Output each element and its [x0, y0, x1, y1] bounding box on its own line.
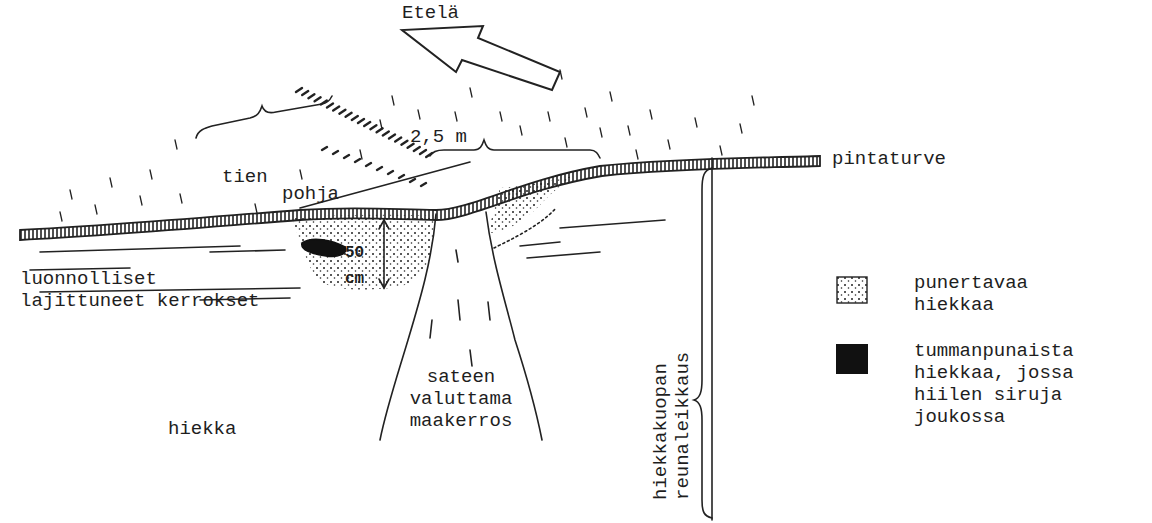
label: Etelä [402, 2, 492, 24]
peat-band [20, 156, 820, 240]
legend-text: punertavaa hiekkaa [914, 272, 1094, 316]
label: tien [222, 166, 282, 188]
brace [694, 168, 712, 518]
label: 50 cm [345, 240, 379, 292]
legend-entry: punertavaa hiekkaa [836, 272, 1094, 316]
label: hiekkakuopan reunaleikkaus [650, 340, 694, 500]
legend-swatch [836, 344, 868, 374]
label: hiekka [168, 418, 258, 440]
south-arrow [402, 26, 560, 90]
terrain-marks [60, 70, 754, 221]
label: sateen valuttama maakerros [402, 366, 520, 432]
charcoal-sand [302, 239, 346, 256]
label: pohja [282, 183, 352, 205]
label: pintaturve [832, 148, 972, 170]
brace [196, 96, 332, 138]
legend-text: tummanpunaista hiekkaa, jossa hiilen sir… [914, 340, 1094, 428]
legend-swatch [836, 276, 868, 304]
dimension-line [383, 220, 385, 288]
legend-entry: tummanpunaista hiekkaa, jossa hiilen sir… [836, 340, 1094, 428]
cut-face-line [711, 158, 713, 520]
dotted-swatch [836, 276, 868, 304]
label: 2,5 m [410, 126, 480, 148]
label: luonnolliset lajittuneet kerrokset [20, 268, 278, 312]
